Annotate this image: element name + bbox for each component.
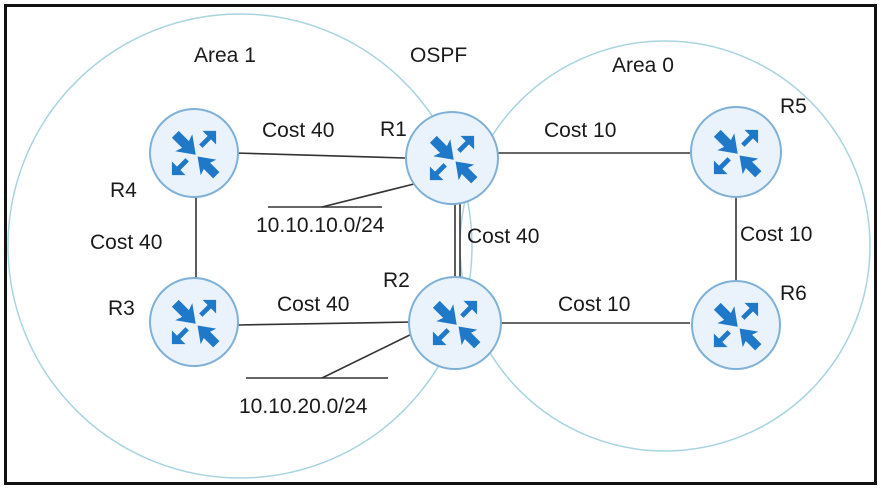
router-r2-icon: [408, 276, 502, 370]
link-r4-r3-cost: Cost 40: [90, 231, 162, 254]
router-r1-label: R1: [380, 118, 407, 141]
link-r3-r2-cost: Cost 40: [277, 293, 349, 316]
link-r4-r1: [234, 152, 406, 159]
area-0-label: Area 0: [612, 54, 674, 77]
network-10-10-10-label: 10.10.10.0/24: [256, 214, 385, 237]
router-r5-label: R5: [780, 95, 807, 118]
router-r4-icon: [149, 108, 239, 198]
router-r5-icon: [690, 106, 782, 198]
diagram-title: OSPF: [410, 44, 467, 67]
area-1-label: Area 1: [194, 44, 256, 67]
router-r4-label: R4: [110, 179, 137, 202]
area-1-circle: [7, 13, 473, 479]
router-r3-label: R3: [108, 297, 135, 320]
router-r3-icon: [149, 277, 239, 367]
link-r4-r1-cost: Cost 40: [262, 119, 334, 142]
link-r5-r6-cost: Cost 10: [740, 223, 812, 246]
router-r2-label: R2: [383, 269, 410, 292]
link-r3-r2: [237, 321, 413, 326]
router-r1-icon: [405, 111, 499, 205]
router-r6-icon: [691, 280, 781, 370]
network-10-10-20-label: 10.10.20.0/24: [239, 395, 368, 418]
diagram-frame: [4, 4, 877, 485]
network-10-10-20-connector: [321, 329, 421, 379]
link-r2-r6-cost: Cost 10: [558, 293, 630, 316]
network-10-10-10-connector: [321, 182, 419, 208]
link-r1-r5-cost: Cost 10: [544, 119, 616, 142]
router-r6-label: R6: [780, 282, 807, 305]
link-r1-r2-cost: Cost 40: [467, 225, 539, 248]
